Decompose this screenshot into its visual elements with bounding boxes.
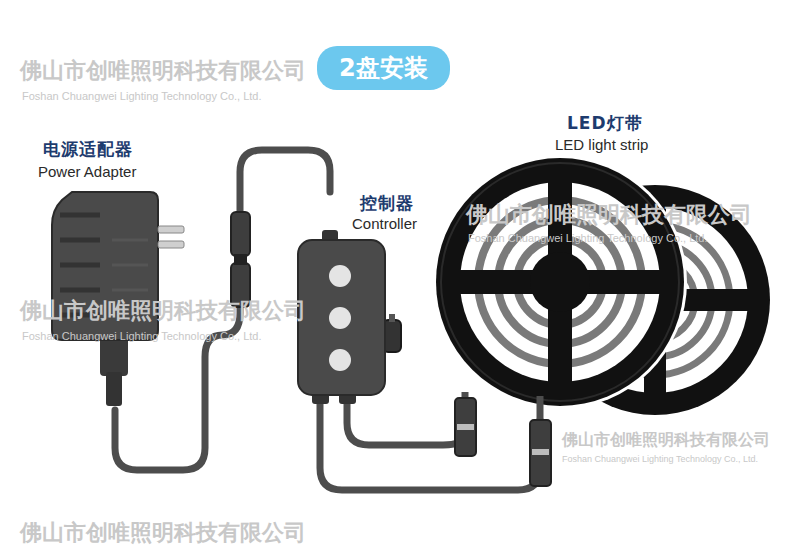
watermark: Foshan Chuangwei Lighting Technology Co.…: [468, 232, 708, 244]
watermark: 佛山市创唯照明科技有限公司: [20, 296, 306, 326]
part-name-cn: 电源适配器: [43, 138, 133, 161]
controller-body: [298, 230, 401, 404]
cable: [347, 398, 465, 445]
watermark: Foshan Chuangwei Lighting Technology Co.…: [22, 90, 262, 102]
title-pill: 2盘安装: [317, 46, 450, 90]
cable: [320, 398, 540, 490]
controller-node: 控制器Controller: [298, 192, 435, 398]
watermark: Foshan Chuangwei Lighting Technology Co.…: [22, 330, 262, 342]
barrel-connector: [231, 212, 250, 307]
watermark: 佛山市创唯照明科技有限公司: [466, 200, 752, 230]
watermark: Foshan Chuangwei Lighting Technology Co.…: [562, 454, 758, 464]
led-strip-node: LED灯带LED light strip: [435, 112, 785, 420]
part-name-en: Power Adapter: [38, 163, 136, 180]
power-adapter-node: 电源适配器 Power Adapter: [35, 138, 170, 410]
title-text: 2盘安装: [317, 46, 450, 90]
led-reel-front: [433, 155, 687, 409]
part-name-en: Controller: [352, 215, 417, 232]
part-name-cn: LED灯带: [567, 112, 643, 135]
watermark: 佛山市创唯照明科技有限公司: [20, 56, 306, 86]
part-name-en: LED light strip: [555, 136, 648, 153]
watermark: 佛山市创唯照明科技有限公司: [20, 518, 306, 548]
watermark: 佛山市创唯照明科技有限公司: [562, 430, 770, 451]
strip-plugs: [455, 392, 551, 486]
part-name-cn: 控制器: [360, 192, 414, 215]
